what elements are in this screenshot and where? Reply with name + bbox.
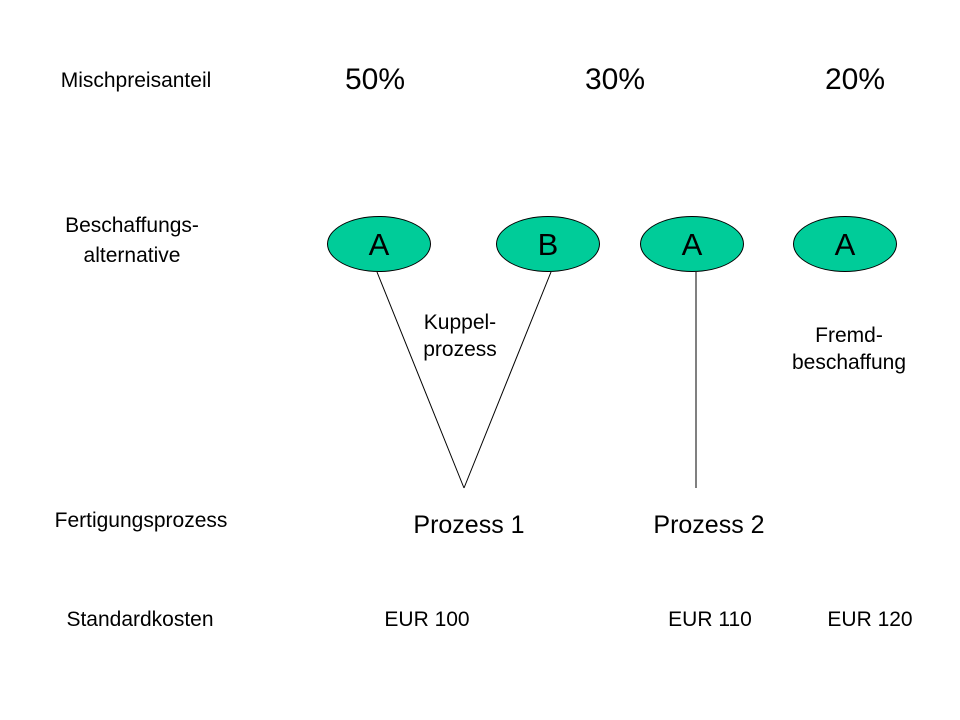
note-kuppelprozess-line1: Kuppel- [423, 311, 497, 334]
note-kuppelprozess: Kuppel- prozess [380, 309, 540, 363]
process-label-2: Prozess 2 [653, 511, 765, 539]
process-label-1: Prozess 1 [413, 511, 525, 539]
share-percent-3: 20% [824, 63, 886, 96]
row-label-process: Fertigungsprozess [54, 509, 228, 532]
note-fremdbeschaffung-line1: Fremd- [815, 324, 883, 347]
alternative-node-2-label: B [537, 226, 559, 262]
alternative-node-1-label: A [368, 226, 390, 262]
alternative-node-4: A [793, 216, 897, 272]
cost-value-2: EUR 110 [668, 608, 752, 631]
alternative-node-3-label: A [681, 226, 703, 262]
note-fremdbeschaffung: Fremd- beschaffung [769, 322, 929, 376]
cost-value-1: EUR 100 [384, 608, 470, 631]
row-label-share: Mischpreisanteil [60, 69, 212, 92]
note-fremdbeschaffung-line2: beschaffung [791, 351, 907, 374]
note-kuppelprozess-line2: prozess [423, 338, 497, 361]
alternative-node-4-label: A [834, 226, 856, 262]
cost-value-3: EUR 120 [827, 608, 913, 631]
connector-a-prozess1 [376, 271, 465, 489]
row-label-alternative-line1: Beschaffungs- [65, 214, 199, 237]
alternative-node-1: A [327, 216, 431, 272]
connector-b-prozess1 [463, 271, 552, 489]
alternative-node-2: B [496, 216, 600, 272]
row-label-alternative: Beschaffungs- alternative [17, 211, 247, 271]
alternative-node-3: A [640, 216, 744, 272]
row-label-alternative-line2: alternative [83, 244, 181, 267]
share-percent-1: 50% [344, 63, 406, 96]
row-label-cost: Standardkosten [66, 608, 214, 631]
share-percent-2: 30% [584, 63, 646, 96]
